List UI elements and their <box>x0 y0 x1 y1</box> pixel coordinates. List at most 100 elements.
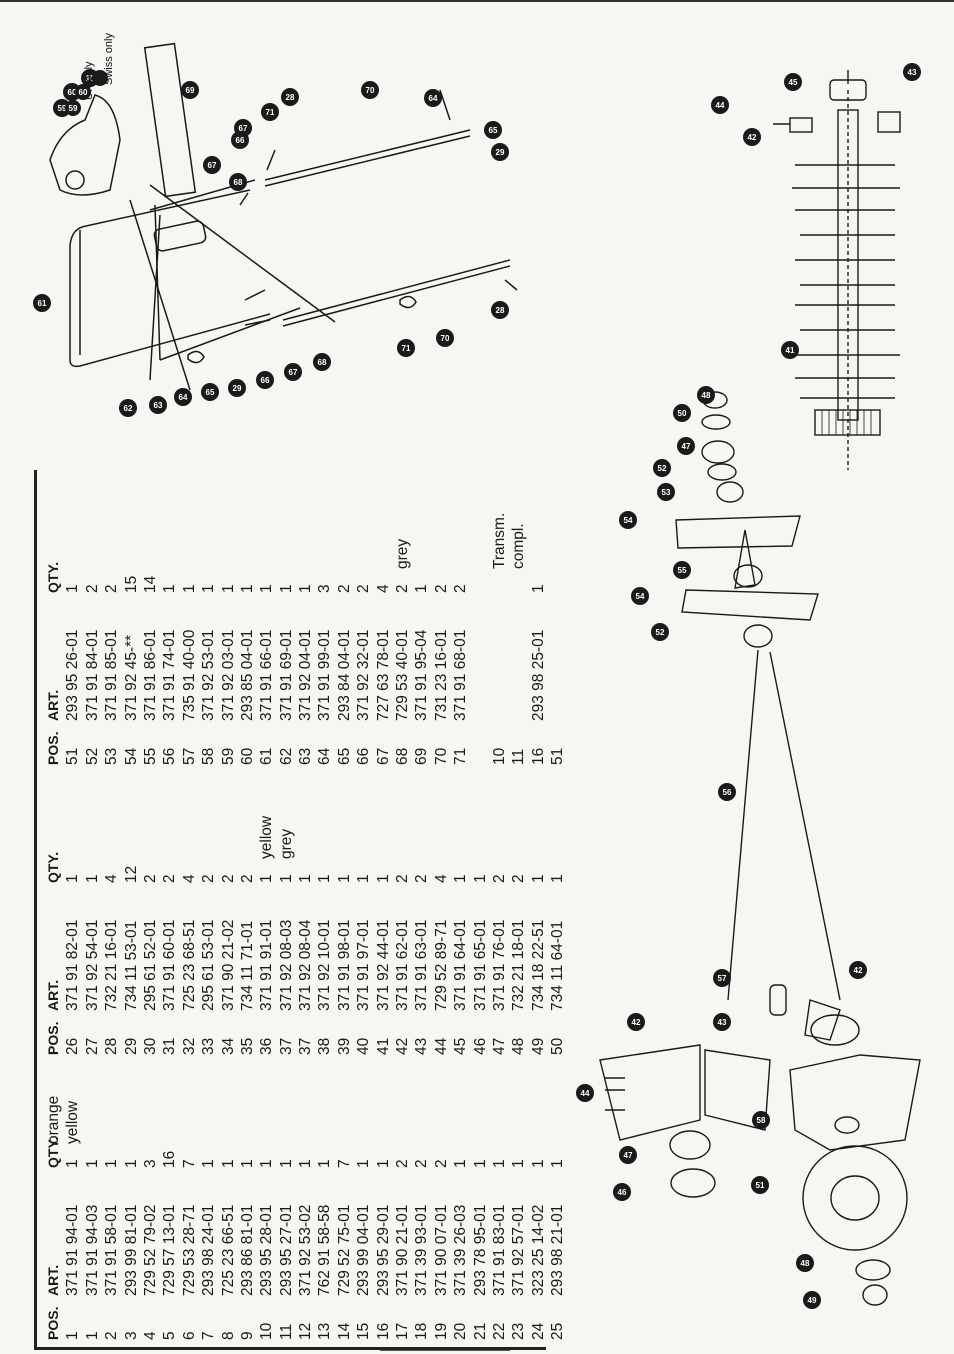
callout-number: 49 <box>808 1296 817 1305</box>
callout-number: 57 <box>718 974 727 983</box>
callout-number: 43 <box>908 68 917 77</box>
callout-bubble <box>281 88 299 106</box>
callout-number: 51 <box>756 1181 765 1190</box>
callout-bubble <box>424 89 442 107</box>
callout-bubble <box>627 1013 645 1031</box>
callout-bubble <box>849 961 867 979</box>
callout-number: 15 <box>86 74 95 83</box>
callout-number: 67 <box>208 161 217 170</box>
callout-bubble <box>803 1291 821 1309</box>
note-callout-number: 60 <box>79 88 88 97</box>
callout-bubble <box>784 73 802 91</box>
note-callout-60 <box>75 84 91 100</box>
callout-number: 58 <box>757 1116 766 1125</box>
callout-bubble <box>651 623 669 641</box>
callout-number: 54 <box>624 516 633 525</box>
note-callout-15 <box>92 70 108 86</box>
handle-assembly-diagram <box>49 42 518 391</box>
callout-number: 50 <box>678 409 687 418</box>
callout-number: 60 <box>68 88 77 97</box>
callout-bubble <box>234 119 252 137</box>
callout-bubble <box>119 399 137 417</box>
callout-number: 47 <box>682 442 691 451</box>
callout-bubble <box>33 294 51 312</box>
bottom-border-line <box>380 1350 510 1351</box>
callout-bubble <box>174 388 192 406</box>
callout-number: 41 <box>786 346 795 355</box>
callout-number: 43 <box>718 1018 727 1027</box>
callout-number: 70 <box>366 86 375 95</box>
callout-bubble <box>752 1111 770 1129</box>
callout-number: 63 <box>154 401 163 410</box>
callout-bubble <box>713 969 731 987</box>
callout-number: 29 <box>496 148 505 157</box>
callout-number: 64 <box>179 393 188 402</box>
callout-number: 59 <box>58 104 67 113</box>
callout-number: 64 <box>429 94 438 103</box>
callout-number: 29 <box>233 384 242 393</box>
callout-number: 48 <box>801 1259 810 1268</box>
callout-bubble <box>491 143 509 161</box>
callout-bubble <box>436 329 454 347</box>
note-swiss-only: Swiss only <box>103 33 115 85</box>
note-callout-59 <box>65 100 81 116</box>
callout-number: 68 <box>318 358 327 367</box>
callout-bubble <box>201 383 219 401</box>
callout-bubble <box>261 103 279 121</box>
callout-bubble <box>181 81 199 99</box>
callout-bubble <box>751 1176 769 1194</box>
callout-bubble <box>619 1146 637 1164</box>
callout-number: 47 <box>624 1151 633 1160</box>
callout-bubble <box>631 587 649 605</box>
callout-bubble <box>653 459 671 477</box>
callout-number: 42 <box>632 1018 641 1027</box>
callout-number: 61 <box>38 299 47 308</box>
callout-number: 65 <box>206 388 215 397</box>
callout-number: 42 <box>748 133 757 142</box>
callout-bubble <box>713 1013 731 1031</box>
callout-bubble <box>743 128 761 146</box>
callout-bubble <box>697 386 715 404</box>
callout-bubble <box>313 353 331 371</box>
callout-bubble <box>619 511 637 529</box>
callout-bubble <box>576 1084 594 1102</box>
top-border-line <box>0 0 954 2</box>
callout-bubble <box>677 437 695 455</box>
callout-bubble <box>711 96 729 114</box>
callout-number: 46 <box>618 1188 627 1197</box>
callout-number: 52 <box>656 628 665 637</box>
callout-bubble <box>229 173 247 191</box>
callout-number: 54 <box>636 592 645 601</box>
callout-bubble <box>203 156 221 174</box>
callout-number: 71 <box>266 108 275 117</box>
note-callout-number: 59 <box>69 104 78 113</box>
callout-bubble <box>484 121 502 139</box>
callout-bubble <box>491 301 509 319</box>
callout-bubble <box>613 1183 631 1201</box>
callout-bubble <box>284 363 302 381</box>
callout-bubble <box>228 379 246 397</box>
callout-number: 66 <box>261 376 270 385</box>
callout-number: 28 <box>286 93 295 102</box>
callout-bubble <box>673 404 691 422</box>
callout-number: 45 <box>789 78 798 87</box>
callout-bubble <box>718 783 736 801</box>
callout-bubble <box>657 483 675 501</box>
callout-number: 48 <box>702 391 711 400</box>
callout-number: 44 <box>581 1089 590 1098</box>
callout-number: 65 <box>489 126 498 135</box>
handle-diagram-notes: 59 UK only 60 Swiss only <box>65 33 115 116</box>
callout-number: 62 <box>124 404 133 413</box>
callout-number: 52 <box>658 464 667 473</box>
callout-number: 71 <box>402 344 411 353</box>
callout-bubble <box>361 81 379 99</box>
callout-bubble <box>397 339 415 357</box>
callout-number: 42 <box>854 966 863 975</box>
callout-number: 56 <box>723 788 732 797</box>
callout-number: 66 <box>236 136 245 145</box>
callout-number: 68 <box>234 178 243 187</box>
callout-number: 55 <box>678 566 687 575</box>
